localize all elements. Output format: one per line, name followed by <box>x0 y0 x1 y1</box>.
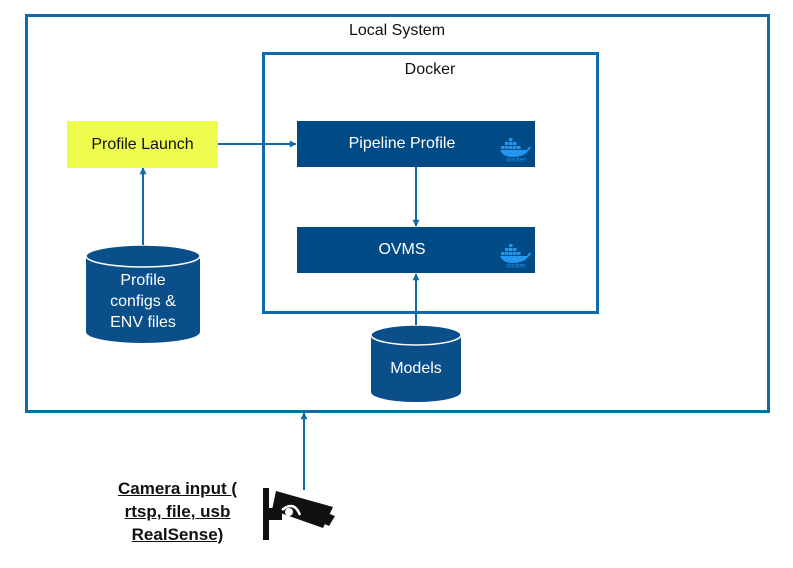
security-camera-icon <box>263 488 335 540</box>
models-cylinder <box>370 324 462 402</box>
docker-logo-text: docker <box>506 263 526 269</box>
docker-logo-text: docker <box>506 157 526 163</box>
pipeline-profile-label: Pipeline Profile <box>348 135 456 152</box>
pipeline-profile-box: Pipeline Profile docker <box>297 121 535 167</box>
profile-launch-box: Profile Launch <box>67 121 218 168</box>
models-label: Models <box>390 360 442 377</box>
ovms-box: OVMS docker <box>297 227 535 273</box>
local-system-label: Local System <box>348 22 446 39</box>
camera-input-label: Camera input ( rtsp, file, usb RealSense… <box>117 479 238 544</box>
profile-configs-label: Profile configs & ENV files <box>110 272 176 331</box>
profile-launch-label: Profile Launch <box>91 135 194 153</box>
docker-logo-icon: docker <box>500 244 531 269</box>
docker-label: Docker <box>404 61 456 78</box>
local-system-container <box>25 14 770 413</box>
docker-container <box>262 52 599 314</box>
ovms-label: OVMS <box>378 241 426 258</box>
docker-logo-icon: docker <box>500 138 531 163</box>
